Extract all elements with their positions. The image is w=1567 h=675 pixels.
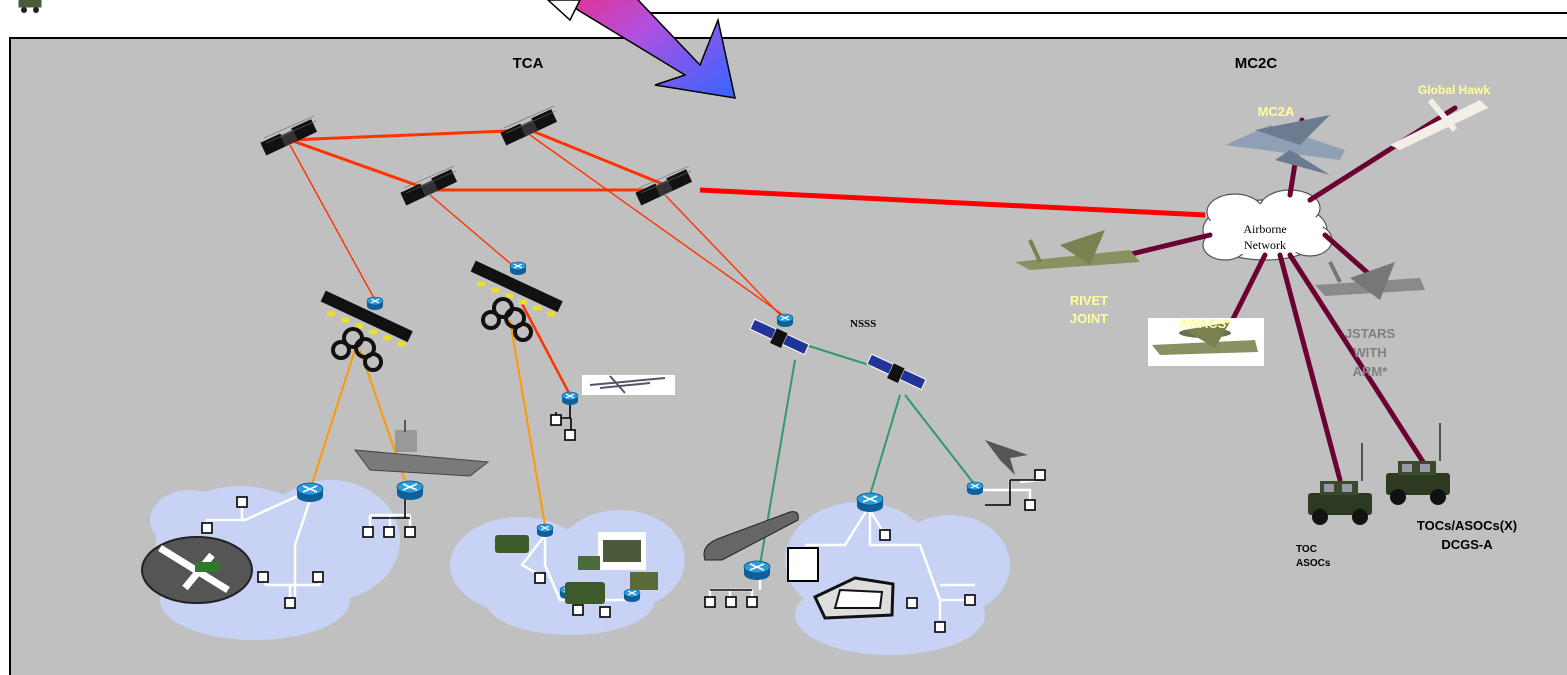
toc-label-2: ASOCs (1296, 558, 1331, 569)
tca-label: TCA (513, 55, 544, 72)
airborne-network-label-2: Network (1244, 238, 1286, 252)
awacs-label: AWACS* (1179, 316, 1233, 331)
jstars-label-1: JSTARS (1345, 326, 1396, 341)
airborne-network-label-1: Airborne (1243, 222, 1286, 236)
cloud-fill (1207, 204, 1323, 256)
jstars-label-2: WITH (1353, 345, 1386, 360)
mc2c-link (699, 187, 1206, 218)
rivet-joint-label-2: JOINT (1070, 311, 1108, 326)
large-host (787, 547, 819, 582)
airbase-icon (141, 536, 253, 604)
mc2a-aircraft-icon (1225, 115, 1345, 175)
jstars-aircraft-icon (1315, 261, 1425, 300)
global-hawk-icon (1390, 98, 1488, 150)
mc2c-label: MC2C (1235, 55, 1278, 72)
mc2a-label: MC2A (1258, 104, 1295, 119)
flow-arrow-icon (565, 0, 736, 99)
jstars-label-3: ARM* (1353, 364, 1389, 379)
pentagon-icon (813, 576, 895, 620)
rivet-joint-label-1: RIVET (1070, 293, 1108, 308)
nsss-label: NSSS (850, 318, 876, 330)
submarine-icon (703, 511, 799, 561)
tocs-label-1: TOCs/ASOCs(X) (1417, 518, 1517, 533)
tocs-label-2: DCGS-A (1441, 537, 1493, 552)
arrow-tail-band (546, 0, 581, 22)
rivet-joint-aircraft-icon (1015, 230, 1140, 270)
toc-label-1: TOC (1296, 544, 1317, 555)
global-hawk-label: Global Hawk (1418, 83, 1490, 97)
awacs-aircraft-icon (1148, 318, 1264, 366)
stealth-bomber-icon (985, 440, 1028, 475)
uav-icon (582, 375, 675, 395)
tank-icon (495, 532, 658, 604)
tca-satellite-links (289, 128, 791, 396)
corner-vehicle-icon (17, 0, 43, 13)
ship-icon (353, 420, 490, 477)
